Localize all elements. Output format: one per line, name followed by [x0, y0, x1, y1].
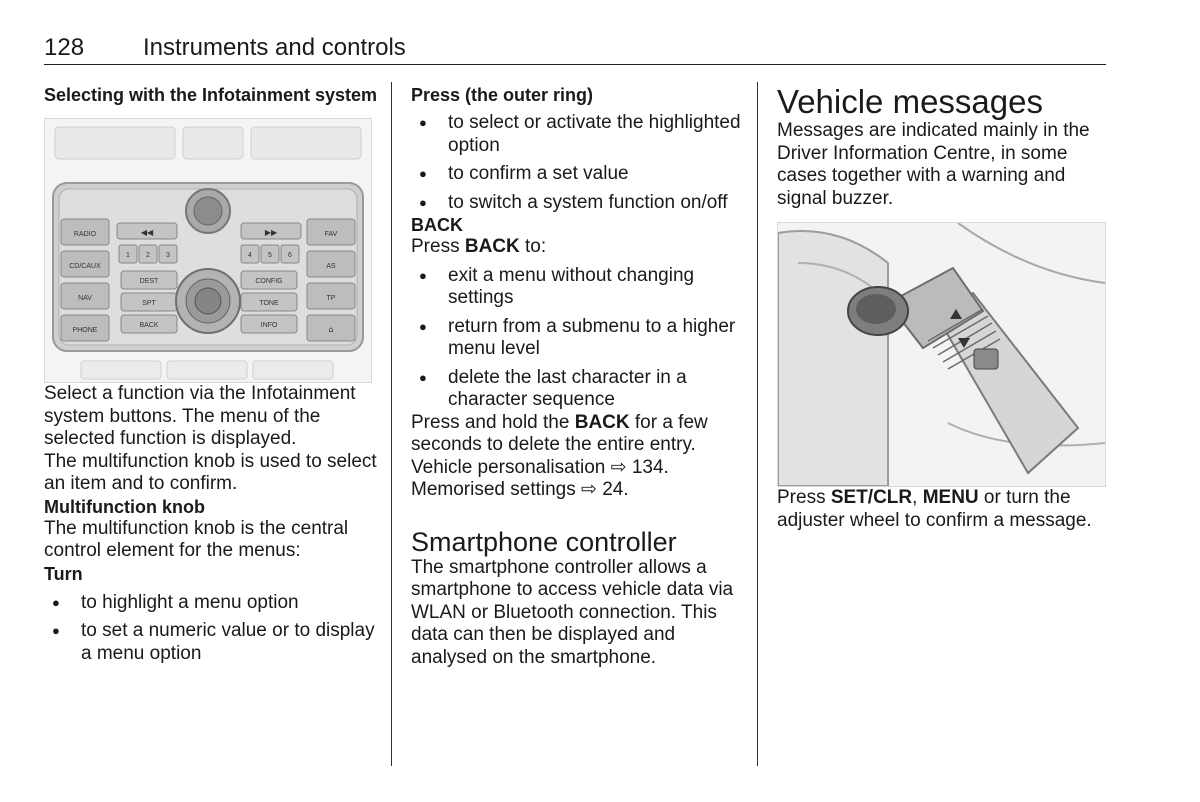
list-item: to select or activate the highlighted op…	[411, 112, 749, 157]
reference-vehicle-personalisation[interactable]: Vehicle personalisation ⇨ 134.	[411, 456, 669, 478]
preset-5-label: 5	[268, 252, 272, 259]
home-button-label: ⌂	[328, 325, 333, 334]
column-1: Selecting with the Infotainment system R…	[44, 84, 379, 665]
subheading-press-outer-ring: Press (the outer ring)	[411, 85, 594, 105]
cd-aux-button-label: CD/CAUX	[69, 263, 101, 270]
list-item: to set a numeric value or to display a m…	[44, 620, 379, 665]
paragraph-press-hold-back: Press and hold the BACK for a few second…	[411, 411, 708, 456]
back-list: exit a menu without changing settings re…	[411, 265, 749, 412]
paragraph-select-function: Select a function via the Infotainment s…	[44, 383, 356, 449]
nav-button-label: NAV	[78, 295, 92, 302]
list-item: to confirm a set value	[411, 163, 749, 186]
menu-key-label: MENU	[922, 487, 979, 508]
svg-text:◀◀: ◀◀	[141, 228, 154, 237]
tone-button-label: TONE	[259, 300, 279, 307]
subheading-multifunction-knob: Multifunction knob	[44, 496, 205, 517]
tp-button-label: TP	[327, 295, 336, 302]
back-key-label: BACK	[464, 236, 520, 257]
list-item: return from a submenu to a higher menu l…	[411, 316, 749, 361]
subheading-selecting: Selecting with the Infotainment system	[44, 85, 378, 105]
column-3: Vehicle messages Messages are indicated …	[777, 84, 1109, 532]
section-title: Instruments and controls	[143, 34, 406, 61]
fav-button-label: FAV	[325, 231, 338, 238]
column-divider-2	[757, 82, 758, 766]
turn-signal-lever-figure	[777, 222, 1106, 487]
svg-text:▶▶: ▶▶	[265, 228, 278, 237]
dest-button-label: DEST	[140, 278, 159, 285]
paragraph-knob-usage: The multifunction knob is used to select…	[44, 450, 377, 495]
paragraph-knob-description: The multifunction knob is the central co…	[44, 517, 349, 562]
heading-vehicle-messages: Vehicle messages	[777, 83, 1043, 120]
subheading-turn: Turn	[44, 563, 83, 584]
list-item: delete the last character in a character…	[411, 367, 749, 412]
list-item: to switch a system function on/off	[411, 192, 749, 215]
radio-button-label: RADIO	[74, 231, 97, 238]
heading-smartphone-controller: Smartphone controller	[411, 526, 677, 557]
set-clr-key-label: SET/CLR	[830, 487, 913, 508]
preset-2-label: 2	[146, 252, 150, 259]
preset-6-label: 6	[288, 252, 292, 259]
preset-4-label: 4	[248, 252, 252, 259]
page-number: 128	[44, 34, 85, 61]
info-button-label: INFO	[261, 322, 278, 329]
paragraph-confirm-message: Press SET/CLR, MENU or turn the adjuster…	[777, 487, 1092, 531]
column-2: Press (the outer ring) to select or acti…	[411, 84, 749, 669]
as-button-label: AS	[326, 263, 336, 270]
subheading-back: BACK	[411, 215, 463, 235]
turn-list: to highlight a menu option to set a nume…	[44, 592, 379, 666]
press-list: to select or activate the highlighted op…	[411, 112, 749, 214]
infotainment-panel-illustration: RADIO CD/CAUX NAV PHONE FAV AS TP ⌂ ◀◀ ▶…	[52, 126, 364, 380]
back-button-label: BACK	[139, 322, 158, 329]
paragraph-press-back: Press BACK to:	[411, 236, 547, 257]
paragraph-vehicle-messages: Messages are indicated mainly in the Dri…	[777, 120, 1090, 209]
back-key-label: BACK	[574, 411, 630, 433]
config-button-label: CONFIG	[255, 278, 282, 285]
reference-memorised-settings[interactable]: Memorised settings ⇨ 24.	[411, 479, 629, 500]
phone-button-label: PHONE	[73, 327, 98, 334]
turn-signal-lever-illustration	[778, 223, 1105, 486]
list-item: exit a menu without changing settings	[411, 265, 749, 310]
paragraph-smartphone-controller: The smartphone controller allows a smart…	[411, 556, 734, 668]
page-header: 128 Instruments and controls	[44, 34, 1106, 65]
preset-1-label: 1	[126, 252, 130, 259]
list-item: to highlight a menu option	[44, 592, 379, 615]
preset-3-label: 3	[166, 252, 170, 259]
column-divider-1	[391, 82, 392, 766]
spt-button-label: SPT	[142, 300, 156, 307]
infotainment-figure: RADIO CD/CAUX NAV PHONE FAV AS TP ⌂ ◀◀ ▶…	[44, 118, 372, 383]
